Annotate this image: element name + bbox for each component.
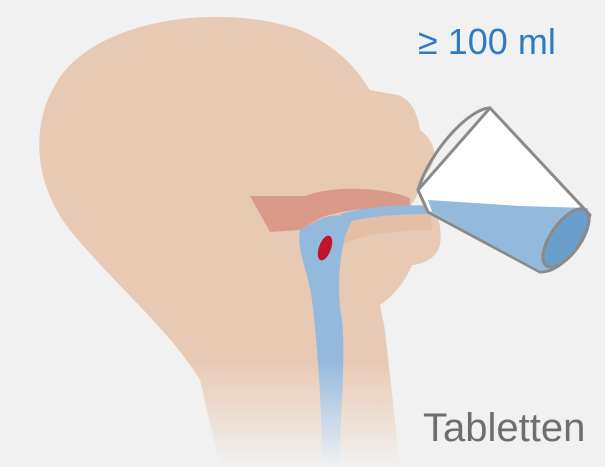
- drinking-glass-icon: [418, 108, 598, 274]
- tablets-caption: Tabletten: [423, 404, 585, 452]
- water-volume-label: ≥ 100 ml: [418, 20, 556, 64]
